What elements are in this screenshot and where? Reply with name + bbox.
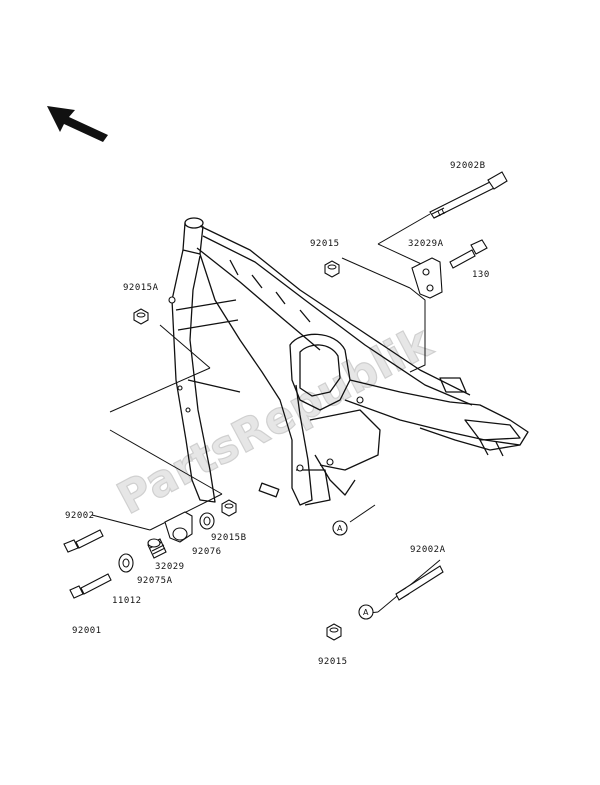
- bolt-92002: [63, 529, 104, 553]
- reference-a-label: A: [337, 524, 343, 533]
- part-label-92002: 92002: [65, 511, 95, 521]
- part-labels: 92002B 92015 32029A 130 92015A 92002 920…: [65, 161, 490, 667]
- washer-11012: [118, 553, 134, 573]
- bolt-92001: [69, 573, 112, 599]
- bolt-92002a: [395, 565, 444, 601]
- reference-a-label: A: [363, 608, 369, 617]
- nut-92015a: [133, 308, 149, 325]
- bolt-92002b: [429, 171, 508, 219]
- nut-92015-bottom: [326, 623, 342, 641]
- spacer-92076: [199, 512, 215, 530]
- motorcycle-frame: [168, 217, 529, 506]
- part-label-92015a: 92015A: [123, 283, 159, 293]
- reference-circle-a-icon: A: [358, 604, 374, 620]
- part-label-92015b: 92015B: [211, 533, 247, 543]
- part-label-11012: 11012: [112, 596, 142, 606]
- mount-bracket-32029: [164, 511, 193, 543]
- part-label-92015-bottom: 92015: [318, 657, 348, 667]
- nut-92015-top: [324, 260, 340, 278]
- part-label-92002b: 92002B: [450, 161, 486, 171]
- part-label-92015-top: 92015: [310, 239, 340, 249]
- part-label-32029: 32029: [155, 562, 185, 572]
- watermark: PartsRepublik: [109, 316, 441, 525]
- part-label-92075a: 92075A: [137, 576, 173, 586]
- part-label-92001: 92001: [72, 626, 102, 636]
- part-label-92076: 92076: [192, 547, 222, 557]
- reference-circle-a-icon: A: [332, 520, 348, 536]
- collar-92075a: [147, 538, 167, 559]
- nut-92015b: [221, 499, 237, 517]
- bracket-32029a: [411, 257, 443, 299]
- part-label-130: 130: [472, 270, 490, 280]
- part-label-92002a: 92002A: [410, 545, 446, 555]
- part-label-32029a: 32029A: [408, 239, 444, 249]
- front-direction-arrow-icon: [47, 106, 108, 142]
- bolt-130: [449, 239, 488, 269]
